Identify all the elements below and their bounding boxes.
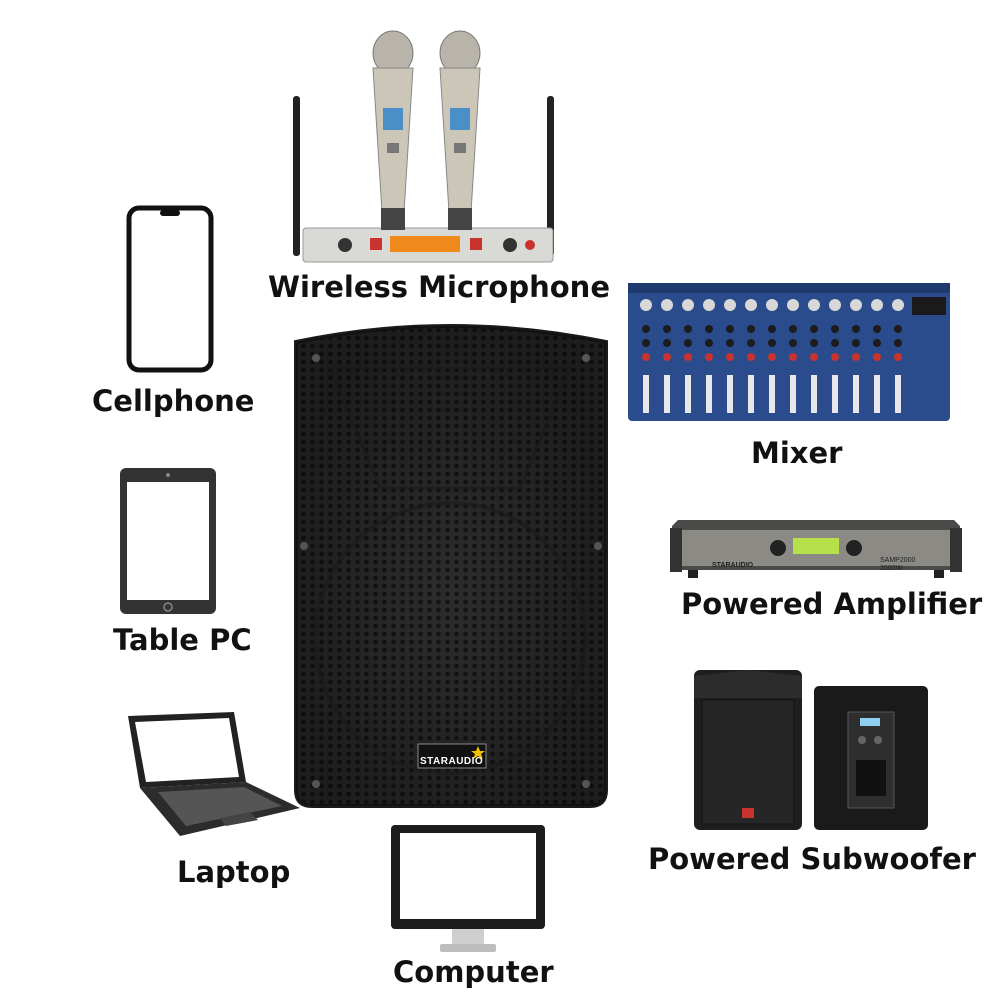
amplifier-logo: STARAUDIO: [712, 562, 754, 569]
computer-label: Computer: [393, 955, 554, 989]
mixer-label: Mixer: [751, 436, 843, 470]
speaker-logo: STARAUDIO: [420, 756, 484, 767]
amplifier-model: SAMP2000: [880, 557, 916, 564]
powered-amplifier-image: [670, 520, 962, 578]
wireless-microphone-image: [293, 30, 554, 263]
laptop-icon: [128, 712, 300, 836]
speaker-cabinet: [294, 324, 608, 808]
cellphone-icon: [126, 205, 214, 373]
wireless-microphone-label: Wireless Microphone: [268, 270, 610, 304]
powered-amplifier-label: Powered Amplifier: [681, 587, 983, 621]
powered-subwoofer-front-image: [694, 670, 802, 830]
computer-monitor-icon: [391, 825, 545, 952]
tablet-icon: [120, 468, 216, 614]
powered-subwoofer-back-image: [814, 686, 928, 830]
cellphone-label: Cellphone: [92, 384, 255, 418]
powered-subwoofer-label: Powered Subwoofer: [648, 842, 976, 876]
mixer-image: [628, 283, 950, 421]
table-pc-label: Table PC: [113, 623, 252, 657]
laptop-label: Laptop: [177, 855, 291, 889]
amplifier-power: 2000W: [880, 565, 903, 572]
